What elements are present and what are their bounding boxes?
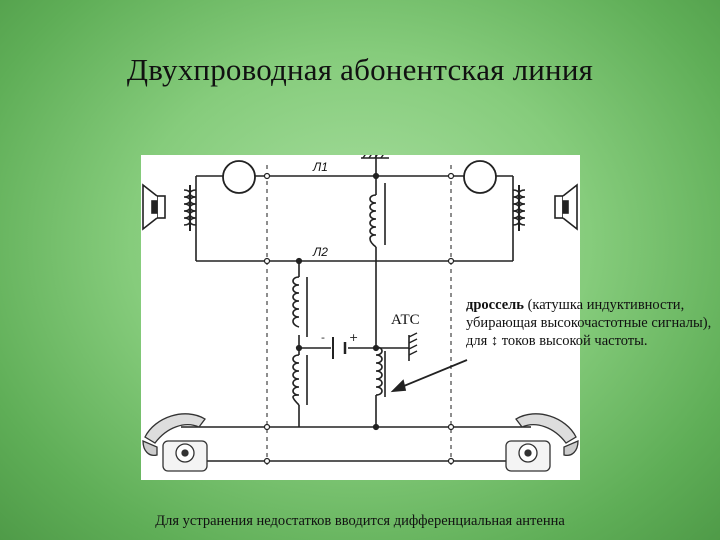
circuit-diagram: - + (141, 155, 580, 480)
inductor-left-bottom (292, 354, 300, 406)
line2-label: Л2 (313, 245, 328, 259)
inductors (183, 185, 526, 406)
inductor-right-bottom (375, 346, 383, 396)
svg-text:+: + (349, 331, 358, 344)
line1-label: Л1 (313, 160, 328, 174)
microphone-right (463, 160, 497, 194)
exchange-label: АТС (391, 312, 420, 328)
choke-term: дроссель (466, 297, 524, 313)
ground-symbols (362, 155, 418, 356)
telephone-left (142, 413, 208, 472)
microphone-left (222, 160, 256, 194)
slide-title: Двухпроводная абонентская линия (126, 52, 594, 87)
dashed-boundaries (266, 165, 452, 467)
telephone-right (505, 413, 579, 472)
inductor-center-top (369, 194, 377, 248)
junction-dots (263, 172, 455, 465)
svg-text:-: - (321, 331, 325, 344)
circuit-schematic: - + (142, 155, 579, 472)
pointer-arrow (390, 359, 468, 393)
choke-definition: (катушка индуктивности, убирающая высоко… (466, 297, 712, 349)
speaker-left (142, 183, 166, 231)
choke-note: дроссель (катушка индуктивности, убирающ… (466, 296, 720, 350)
slide-caption: Для устранения недостатков вводится дифф… (155, 513, 565, 529)
speaker-right (554, 183, 578, 231)
inductor-left-top (292, 276, 300, 328)
